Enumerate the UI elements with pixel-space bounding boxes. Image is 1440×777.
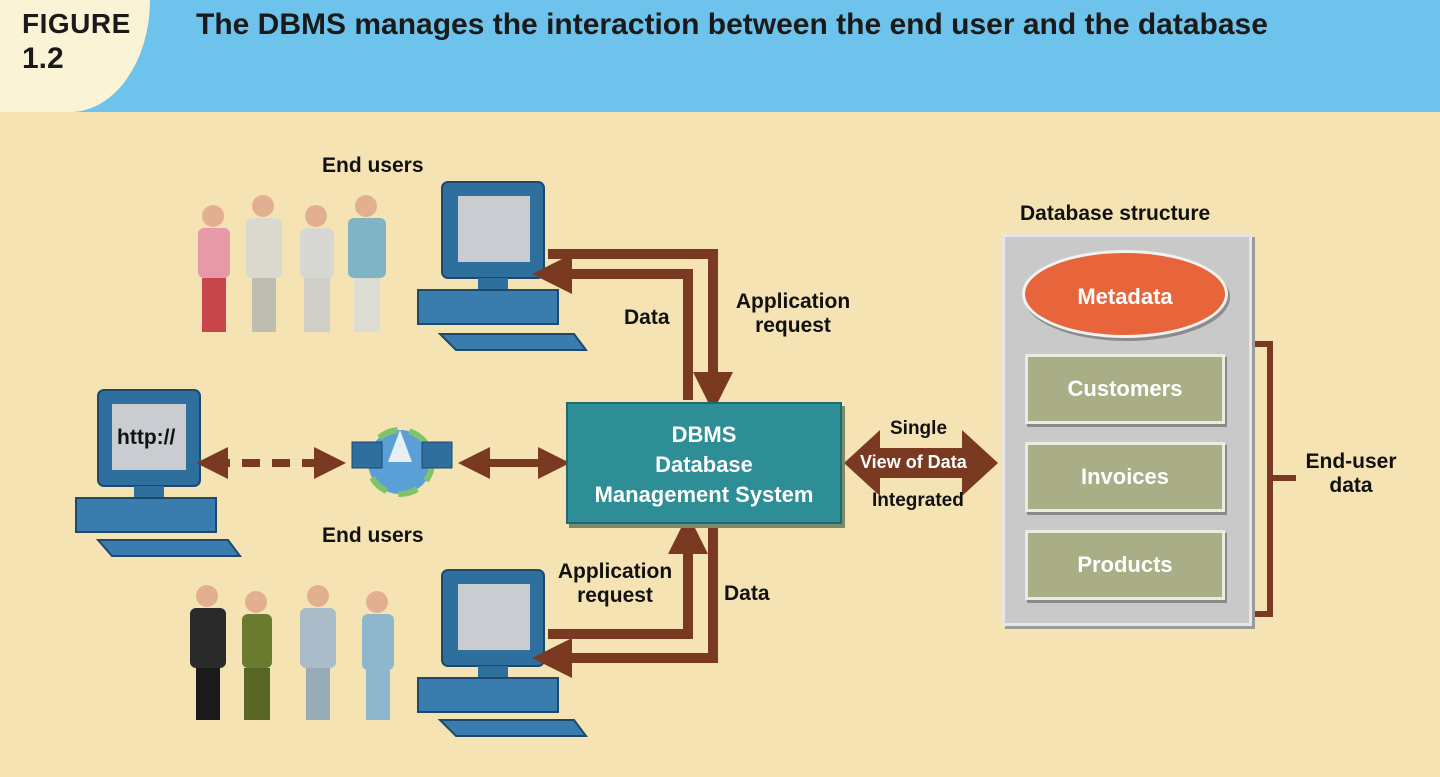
network-icon — [351, 427, 453, 497]
end-users-bottom-label: End users — [322, 524, 424, 547]
end-user-data-line1: End-user — [1305, 450, 1397, 473]
dbms-line2: Database — [655, 452, 753, 477]
figure-title: The DBMS manages the interaction between… — [196, 8, 1268, 41]
end-users-top-icon — [198, 195, 386, 332]
dbms-line3: Management System — [594, 482, 814, 507]
application-bottom-line1: Application — [557, 560, 673, 583]
application-request-top-label: Application request — [728, 290, 858, 338]
application-bottom-line2: request — [577, 584, 653, 607]
end-user-data-label: End-user data — [1296, 450, 1406, 498]
dbms-box: DBMS Database Management System — [566, 402, 842, 524]
application-top-line1: Application — [735, 290, 851, 313]
figure-number: 1.2 — [22, 42, 64, 75]
application-top-line2: request — [755, 314, 831, 337]
computer-top-icon — [417, 181, 588, 351]
table-customers: Customers — [1025, 354, 1225, 424]
figure-label: FIGURE — [22, 8, 131, 39]
application-request-bottom-arrow — [548, 514, 708, 639]
data-top-label: Data — [624, 306, 670, 329]
data-bottom-label: Data — [724, 582, 770, 605]
dbms-line1: DBMS — [671, 422, 737, 447]
database-structure-label: Database structure — [1020, 202, 1211, 225]
end-users-bottom-icon — [190, 585, 394, 720]
computer-bottom-icon — [417, 569, 588, 737]
application-request-top-arrow — [548, 249, 733, 412]
integrated-label: Integrated — [872, 490, 964, 511]
table-invoices: Invoices — [1025, 442, 1225, 512]
figure-header — [0, 0, 1440, 112]
single-label: Single — [890, 418, 948, 439]
view-of-data-label: View of Data — [860, 452, 967, 472]
end-users-top-label: End users — [322, 154, 424, 177]
metadata-ellipse: Metadata — [1022, 250, 1228, 338]
single-view-arrow — [844, 430, 998, 496]
table-products: Products — [1025, 530, 1225, 600]
data-bottom-arrow — [532, 526, 718, 678]
application-request-bottom-label: Application request — [548, 560, 682, 608]
data-top-arrow — [532, 254, 693, 400]
http-label: http:// — [117, 426, 176, 449]
end-user-data-line2: data — [1329, 474, 1373, 497]
computer-web-icon — [75, 389, 242, 557]
